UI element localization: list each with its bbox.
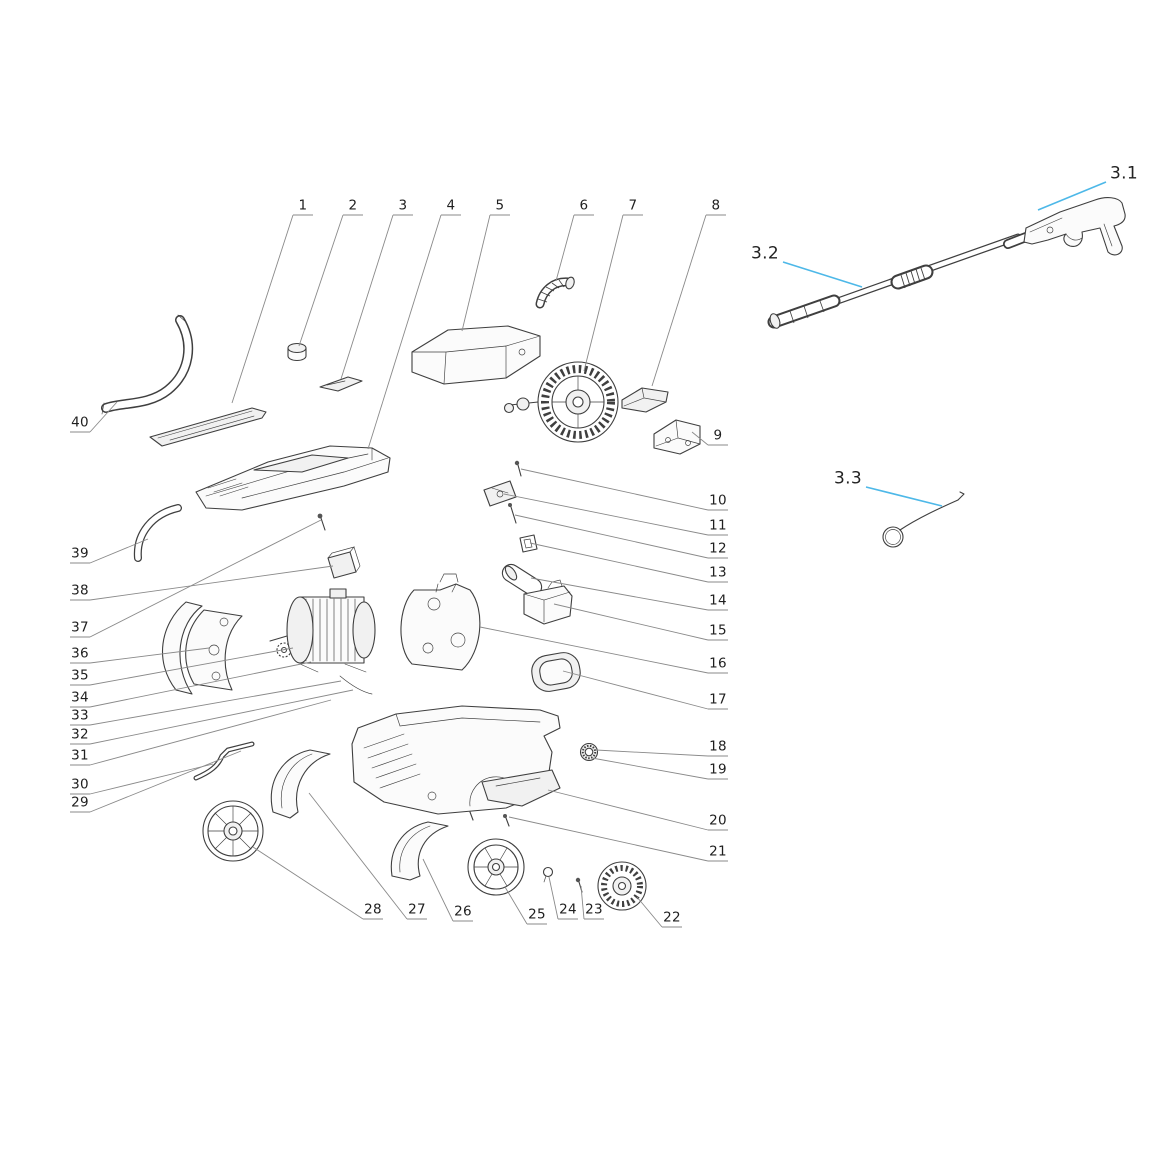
leader-line <box>298 214 344 347</box>
part-5-upper-housing <box>411 325 541 385</box>
part-6-hose-fitting <box>535 276 575 309</box>
part-8-bracket <box>621 387 669 413</box>
leader-line <box>595 749 709 757</box>
part-22-hub-cap <box>597 861 647 911</box>
leader-line <box>89 689 354 745</box>
leader-line <box>89 565 334 601</box>
sub-assembly-gun <box>1023 197 1126 256</box>
leader-line <box>89 538 149 564</box>
leader-line <box>231 214 294 404</box>
leader-line <box>89 647 210 664</box>
leader-line <box>580 885 585 920</box>
part-38-switch-box <box>327 546 361 579</box>
sub-assembly-needle <box>882 491 965 548</box>
part-7-fan-wheel <box>503 361 619 443</box>
part-35-motor <box>269 588 376 695</box>
part-36-motor-shell <box>162 601 243 695</box>
leader-line <box>422 858 454 922</box>
part-28-wheel <box>202 800 264 862</box>
leader-line <box>782 261 863 288</box>
part-17-capacitor <box>531 652 581 692</box>
part-9-mount-bracket <box>653 419 701 455</box>
sub-assembly-lance <box>767 232 1031 329</box>
leader-line <box>89 647 294 686</box>
part-29-support-rod <box>193 741 255 781</box>
leader-line <box>479 626 709 674</box>
leader-line <box>89 680 342 726</box>
leader-line <box>547 789 709 831</box>
leader-line <box>89 401 118 433</box>
part-10-screw <box>514 460 522 477</box>
leader-line <box>508 816 709 862</box>
part-3-plate <box>319 376 363 392</box>
part-11-outlet-fitting <box>483 480 517 507</box>
part-24-cap <box>542 866 554 883</box>
leader-line <box>520 468 709 511</box>
part-27-fender <box>270 749 331 819</box>
leader-line <box>529 542 709 583</box>
leader-line <box>89 750 242 813</box>
part-37-screw <box>317 513 326 531</box>
leader-line <box>503 493 709 536</box>
leader-line <box>583 214 624 372</box>
part-13-clip <box>519 534 538 553</box>
leader-line <box>691 431 709 446</box>
leader-line <box>340 214 394 380</box>
leader-line <box>252 846 364 920</box>
leader-line <box>562 670 709 710</box>
leader-line <box>461 214 491 332</box>
leader-line <box>651 214 707 387</box>
leader-line <box>548 876 559 920</box>
part-21-lower-guard <box>469 769 561 827</box>
leader-line <box>555 214 575 282</box>
leader-line <box>504 886 528 925</box>
part-1-side-panel <box>149 407 267 447</box>
part-2-cap <box>287 342 307 362</box>
part-26-fender <box>390 821 449 881</box>
leader-line <box>308 792 408 920</box>
part-18-grommet <box>579 742 599 762</box>
leader-line <box>89 519 322 638</box>
leader-line <box>865 486 943 507</box>
leader-line <box>636 896 663 928</box>
part-12-pin <box>508 503 517 524</box>
leader-line <box>553 603 709 641</box>
part-40-hose <box>101 314 194 415</box>
leader-line <box>1037 181 1107 211</box>
leader-line <box>89 763 214 795</box>
part-16-pump-housing <box>400 573 481 671</box>
part-25-wheel <box>467 838 525 896</box>
leader-line <box>89 661 312 708</box>
part-4-top-cover <box>195 445 391 511</box>
leader-line <box>530 577 709 611</box>
leader-line <box>591 757 709 780</box>
leader-line <box>89 699 332 766</box>
leader-line <box>367 214 442 450</box>
part-39-trim-strip <box>133 504 182 562</box>
leader-line <box>514 514 709 559</box>
